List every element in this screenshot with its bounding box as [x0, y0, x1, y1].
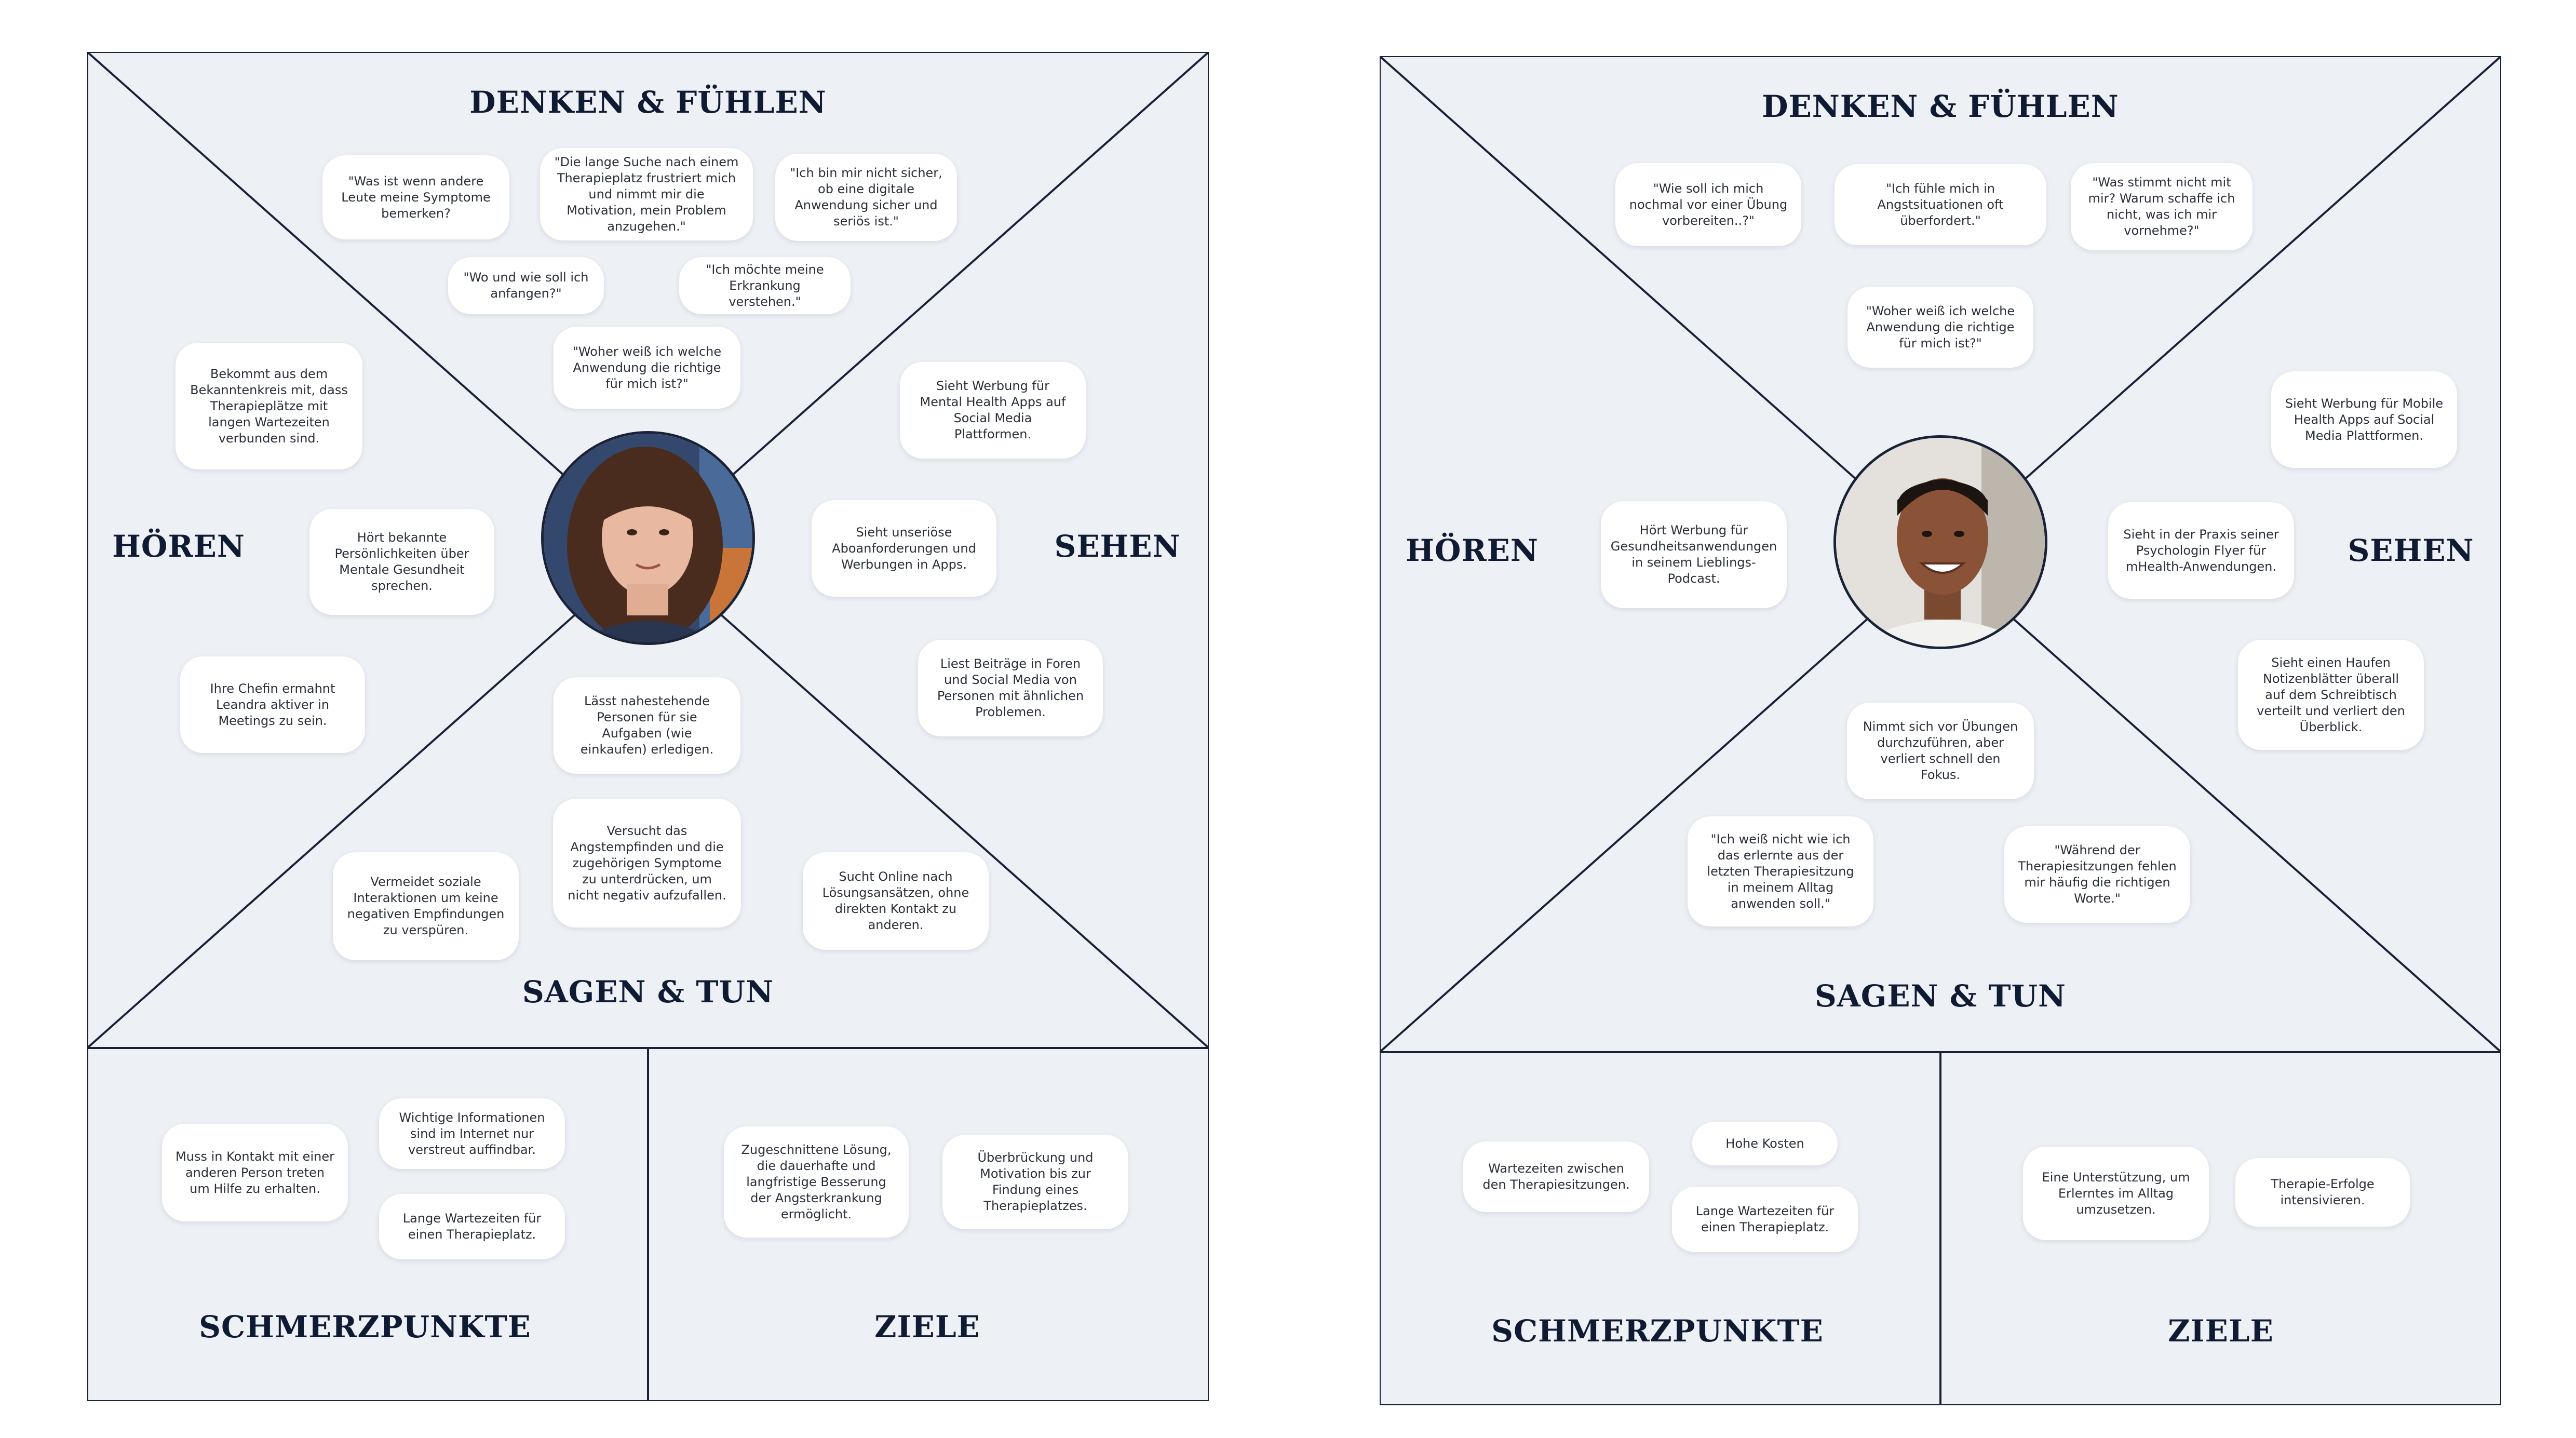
heading-denken-fuehlen: DENKEN & FÜHLEN — [1762, 89, 2119, 124]
say-do-note: Vermeidet soziale Interaktionen um keine… — [333, 852, 519, 960]
say-do-note: "Während der Therapiesitzungen fehlen mi… — [2004, 826, 2190, 923]
hear-note: Bekommt aus dem Bekanntenkreis mit, dass… — [176, 343, 362, 469]
persona-2-avatar — [1833, 435, 2047, 649]
say-do-note: Nimmt sich vor Übungen durchzuführen, ab… — [1847, 703, 2034, 799]
goal-note: Zugeschnittene Lösung, die dauerhafte un… — [724, 1126, 909, 1238]
heading-ziele: ZIELE — [874, 1309, 980, 1345]
heading-denken-fuehlen: DENKEN & FÜHLEN — [469, 85, 827, 120]
heading-ziele: ZIELE — [2168, 1313, 2274, 1349]
think-note: "Ich fühle mich in Angstsituationen oft … — [1835, 164, 2046, 245]
pain-note: Muss in Kontakt mit einer anderen Person… — [162, 1124, 348, 1221]
goal-note: Therapie-Erfolge intensivieren. — [2235, 1158, 2410, 1227]
think-note: "Ich bin mir nicht sicher, ob eine digit… — [775, 154, 957, 241]
heading-hoeren: HÖREN — [112, 529, 245, 564]
see-note: Sieht unseriöse Aboanforderungen und Wer… — [812, 500, 996, 597]
think-note: "Die lange Suche nach einem Therapieplat… — [540, 148, 753, 240]
goal-note: Überbrückung und Motivation bis zur Find… — [942, 1135, 1128, 1229]
hear-note: Ihre Chefin ermahnt Leandra aktiver in M… — [180, 656, 365, 753]
say-do-note: Lässt nahestehende Personen für sie Aufg… — [554, 677, 740, 774]
heading-schmerzpunkte: SCHMERZPUNKTE — [199, 1309, 531, 1345]
think-note: "Wie soll ich mich nochmal vor einer Übu… — [1615, 163, 1801, 246]
hear-note: Hört Werbung für Gesundheitsanwendungen … — [1601, 501, 1787, 608]
empathy-map-2: DENKEN & FÜHLEN HÖREN SEHEN SAGEN & TUN … — [1380, 56, 2501, 1405]
think-note: "Woher weiß ich welche Anwendung die ric… — [1847, 287, 2033, 368]
pain-note: Hohe Kosten — [1692, 1122, 1838, 1165]
persona-1-avatar — [541, 431, 755, 645]
say-do-note: Sucht Online nach Lösungsansätzen, ohne … — [803, 852, 989, 950]
see-note: Sieht einen Haufen Notizenblätter überal… — [2238, 640, 2424, 750]
pain-note: Lange Wartezeiten für einen Therapieplat… — [1672, 1187, 1858, 1252]
persona-1-portrait-icon — [544, 434, 752, 642]
heading-hoeren: HÖREN — [1406, 533, 1539, 568]
heading-sagen-tun: SAGEN & TUN — [1814, 978, 2067, 1014]
heading-sehen: SEHEN — [2348, 533, 2474, 568]
pain-note: Lange Wartezeiten für einen Therapieplat… — [379, 1194, 565, 1259]
empathy-map-1: DENKEN & FÜHLEN HÖREN SEHEN SAGEN & TUN … — [87, 52, 1209, 1401]
see-note: Liest Beiträge in Foren und Social Media… — [918, 640, 1103, 736]
goal-note: Eine Unterstützung, um Erlerntes im Allt… — [2023, 1147, 2209, 1240]
see-note: Sieht Werbung für Mobile Health Apps auf… — [2271, 371, 2457, 468]
say-do-note: "Ich weiß nicht wie ich das erlernte aus… — [1688, 816, 1873, 926]
see-note: Sieht Werbung für Mental Health Apps auf… — [900, 362, 1086, 459]
persona-2-portrait-icon — [1836, 438, 2045, 647]
see-note: Sieht in der Praxis seiner Psychologin F… — [2108, 502, 2294, 599]
think-note: "Was ist wenn andere Leute meine Symptom… — [322, 155, 509, 239]
heading-sehen: SEHEN — [1054, 529, 1181, 564]
think-note: "Ich möchte meine Erkrankung verstehen." — [679, 257, 851, 314]
heading-sagen-tun: SAGEN & TUN — [522, 974, 774, 1010]
pain-note: Wichtige Informationen sind im Internet … — [379, 1098, 565, 1169]
say-do-note: Versucht das Angstempfinden und die zuge… — [553, 799, 741, 928]
pain-note: Wartezeiten zwischen den Therapiesitzung… — [1463, 1141, 1649, 1212]
think-note: "Wo und wie soll ich anfangen?" — [448, 257, 604, 314]
heading-schmerzpunkte: SCHMERZPUNKTE — [1491, 1313, 1824, 1349]
think-note: "Woher weiß ich welche Anwendung die ric… — [554, 327, 740, 409]
hear-note: Hört bekannte Persönlichkeiten über Ment… — [309, 509, 494, 615]
think-note: "Was stimmt nicht mit mir? Warum schaffe… — [2071, 163, 2253, 250]
